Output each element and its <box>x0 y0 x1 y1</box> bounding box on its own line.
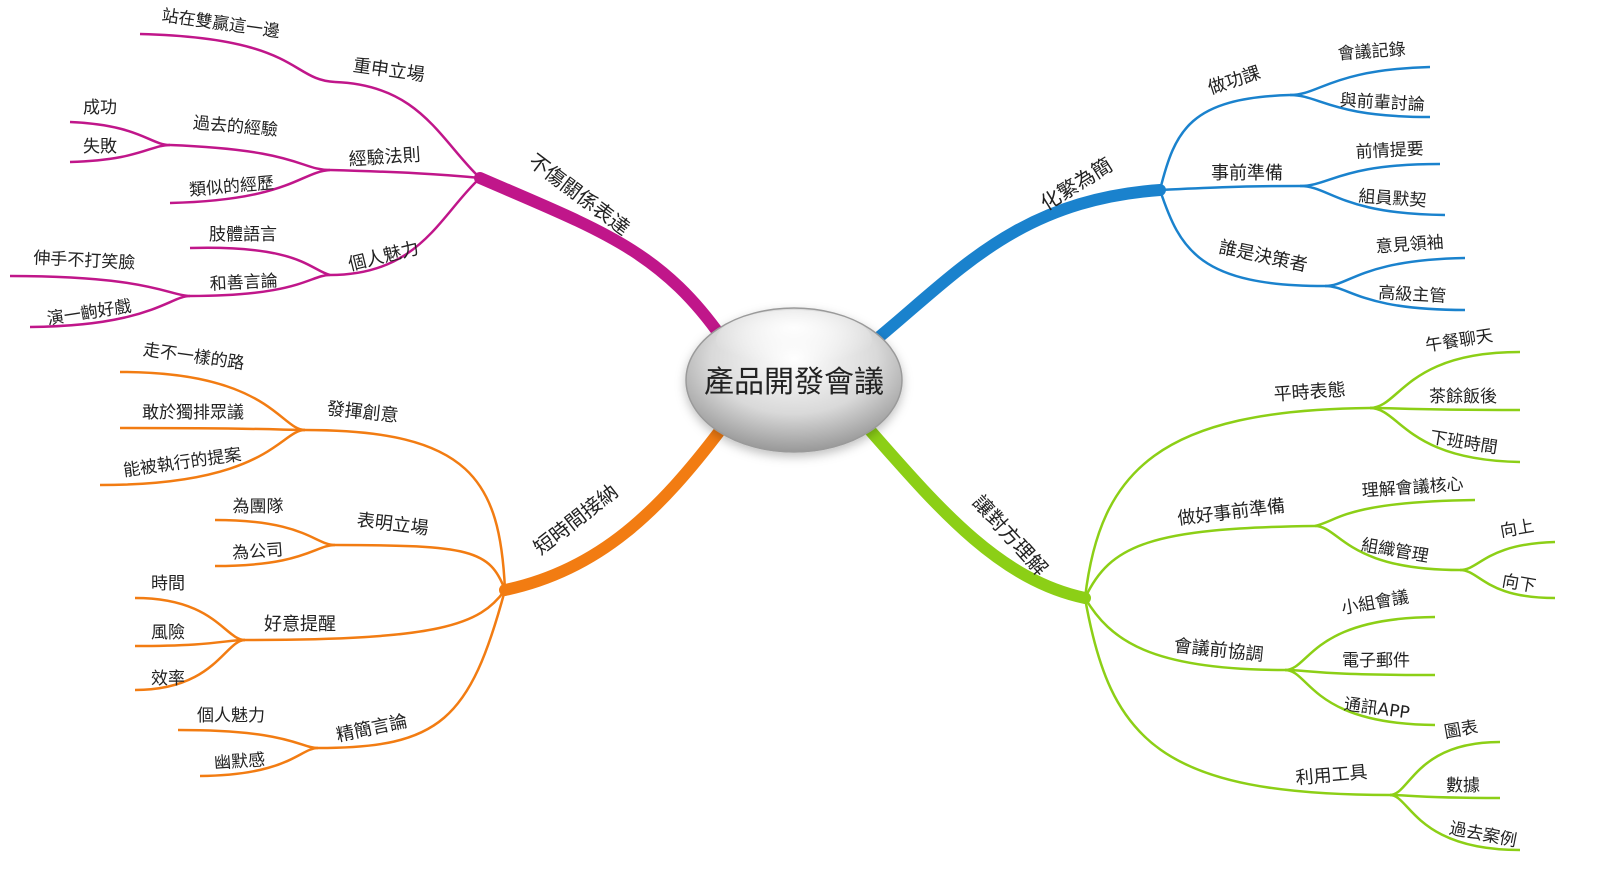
node-label[interactable]: 平時表態 <box>1273 380 1346 406</box>
node-label[interactable]: 小組會議 <box>1340 587 1410 619</box>
branch-line-green <box>862 422 1091 604</box>
node-label[interactable]: 下班時間 <box>1429 428 1499 458</box>
blue-labels: 做功課 會議記錄 與前輩討論 事前準備 前情提要 組員默契 誰是決策者 意見領袖… <box>1205 40 1446 307</box>
node-label[interactable]: 組織管理 <box>1360 535 1430 567</box>
node-label[interactable]: 發揮創意 <box>326 398 400 426</box>
green-labels: 平時表態 午餐聊天 茶餘飯後 下班時間 做好事前準備 理解會議核心 組織管理 向… <box>1173 326 1538 852</box>
node-label[interactable]: 會議記錄 <box>1337 40 1406 65</box>
node-label[interactable]: 茶餘飯後 <box>1429 387 1497 407</box>
node-label[interactable]: 敢於獨排眾議 <box>142 403 244 423</box>
node-label[interactable]: 過去的經驗 <box>192 113 278 140</box>
node-label[interactable]: 重申立場 <box>352 55 426 86</box>
node-label[interactable]: 個人魅力 <box>197 706 265 726</box>
node-label[interactable]: 組員默契 <box>1358 187 1427 212</box>
node-label[interactable]: 利用工具 <box>1295 762 1369 789</box>
blue-branch-lines <box>1158 65 1466 312</box>
green-branch-lines <box>1083 350 1556 852</box>
node-label[interactable]: 做功課 <box>1205 62 1263 99</box>
node-label[interactable]: 失敗 <box>83 137 117 157</box>
node-label[interactable]: 前情提要 <box>1355 139 1424 163</box>
node-label[interactable]: 理解會議核心 <box>1361 474 1464 501</box>
node-label[interactable]: 肢體語言 <box>209 225 277 245</box>
branch-line-orange <box>499 422 728 596</box>
node-label[interactable]: 個人魅力 <box>346 238 421 276</box>
node-label[interactable]: 向下 <box>1500 571 1537 597</box>
node-label[interactable]: 圖表 <box>1443 717 1480 743</box>
node-label[interactable]: 表明立場 <box>356 510 430 540</box>
orange-branch-lines <box>99 370 507 778</box>
node-label[interactable]: 能被執行的提案 <box>122 445 243 481</box>
branch-line-pink <box>474 172 728 344</box>
root-bubble-shine <box>716 310 872 370</box>
node-label[interactable]: 經驗法則 <box>348 145 421 171</box>
node-label[interactable]: 向上 <box>1499 516 1536 542</box>
node-label[interactable]: 走不一樣的路 <box>142 340 246 374</box>
node-label[interactable]: 為公司 <box>232 540 284 564</box>
node-label[interactable]: 風險 <box>151 623 185 643</box>
node-label[interactable]: 伸手不打笑臉 <box>33 248 136 273</box>
node-label[interactable]: 午餐聊天 <box>1424 326 1494 356</box>
node-label[interactable]: 效率 <box>151 669 185 689</box>
pink-branch-lines <box>9 32 481 329</box>
node-label[interactable]: 和善言論 <box>209 271 278 295</box>
node-label[interactable]: 數據 <box>1446 776 1480 796</box>
node-label[interactable]: 成功 <box>83 98 117 118</box>
node-label[interactable]: 類似的經歷 <box>188 173 274 200</box>
orange-labels: 發揮創意 走不一樣的路 敢於獨排眾議 能被執行的提案 表明立場 為團隊 為公司 … <box>122 340 430 774</box>
node-label[interactable]: 好意提醒 <box>264 614 336 635</box>
node-label[interactable]: 幽默感 <box>214 750 266 774</box>
node-label[interactable]: 做好事前準備 <box>1176 496 1286 530</box>
root-label: 產品開發會議 <box>704 365 884 400</box>
node-label[interactable]: 意見領袖 <box>1375 233 1444 258</box>
node-label[interactable]: 誰是決策者 <box>1217 237 1309 276</box>
node-label[interactable]: 為團隊 <box>233 497 284 517</box>
node-label[interactable]: 與前輩討論 <box>1339 91 1425 115</box>
root-node[interactable]: 產品開發會議 <box>685 307 903 453</box>
node-label[interactable]: 事前準備 <box>1211 163 1283 184</box>
pink-labels: 重申立場 站在雙贏這一邊 經驗法則 過去的經驗 成功 失敗 類似的經歷 個人魅力… <box>33 6 426 330</box>
node-label[interactable]: 高級主管 <box>1378 283 1447 307</box>
branch-line-blue <box>872 184 1166 344</box>
node-label[interactable]: 時間 <box>151 574 185 594</box>
node-label[interactable]: 電子郵件 <box>1342 651 1410 671</box>
